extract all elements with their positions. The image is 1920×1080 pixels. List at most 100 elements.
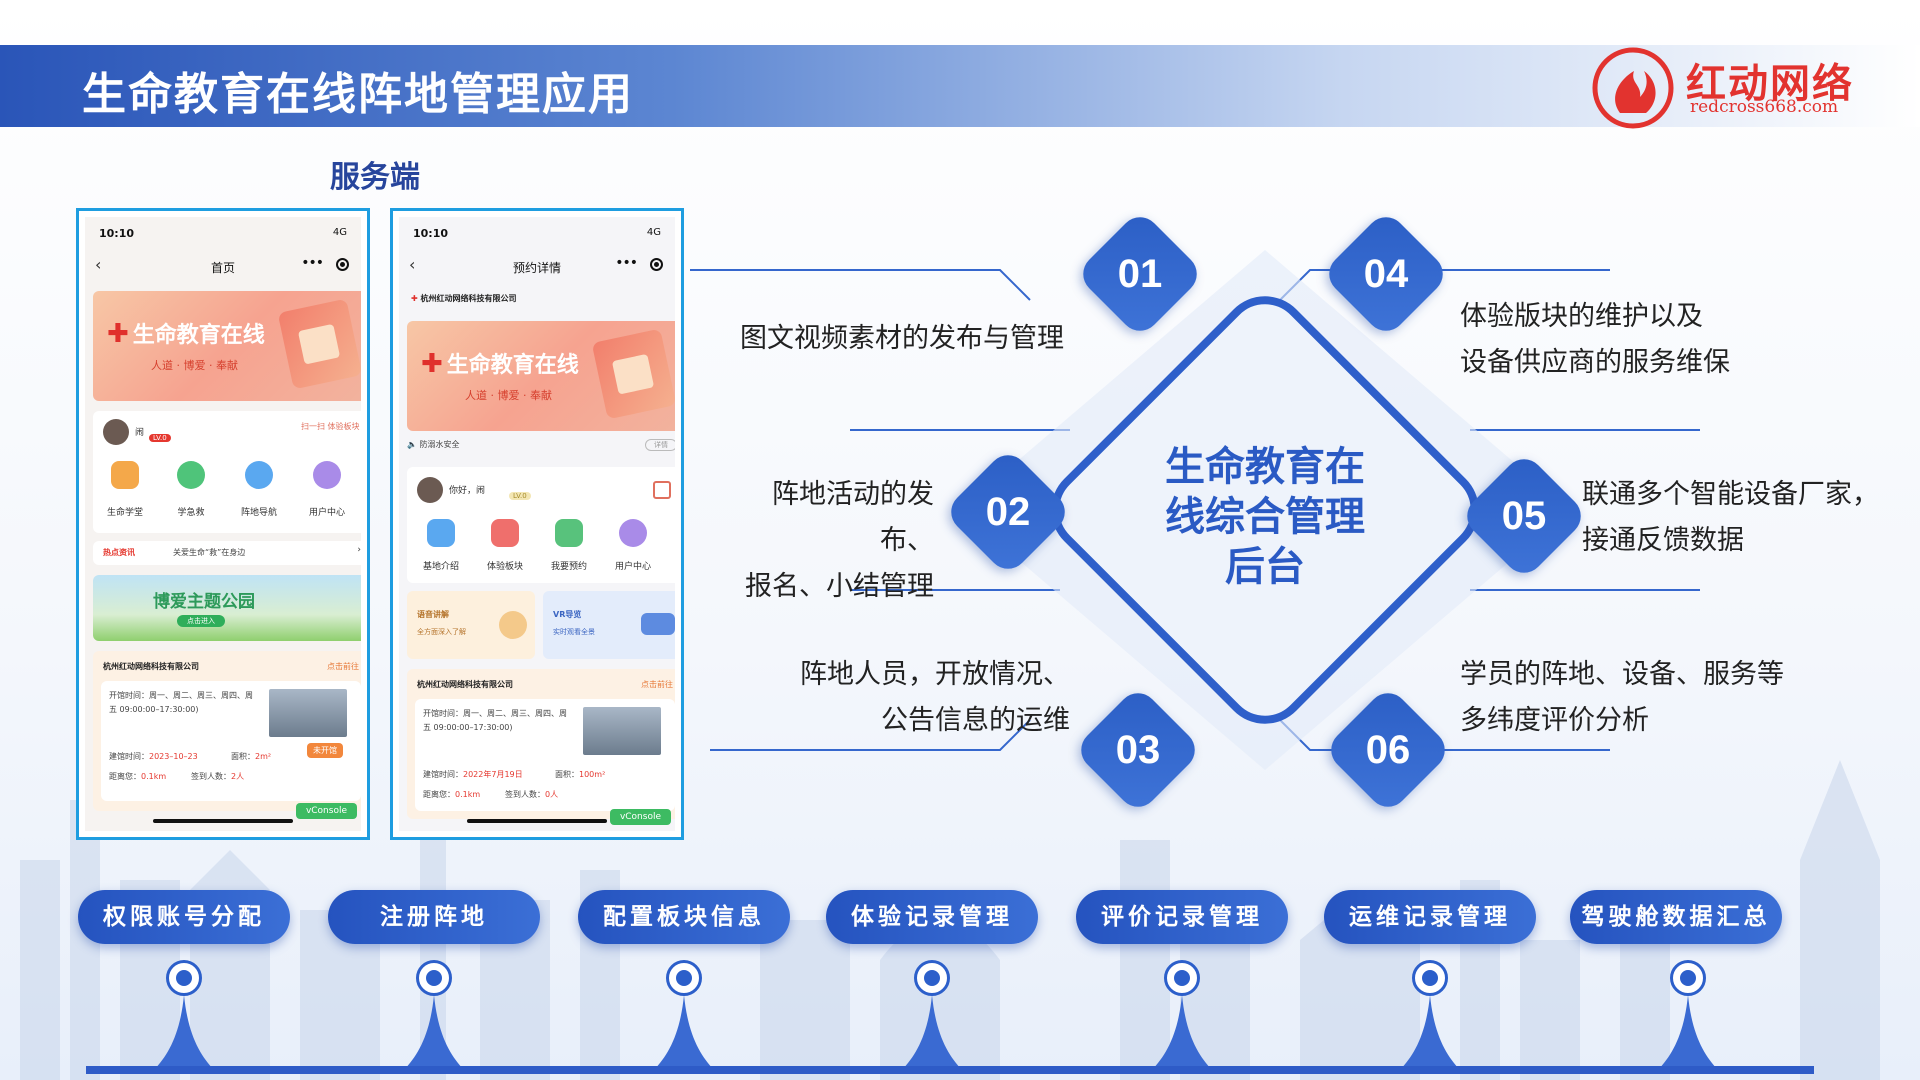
user-icon[interactable] [313, 461, 341, 489]
level-badge: LV.0 [509, 483, 531, 502]
venue-card[interactable]: 杭州红动网络科技有限公司 点击前往 开馆时间：周一、周二、周三、周四、周五 09… [407, 669, 675, 819]
ops-record-button[interactable]: 运维记录管理 [1324, 890, 1536, 944]
avatar[interactable] [103, 419, 129, 445]
pin-marker [666, 960, 702, 996]
phone-screenshot-home: 10:10 4G ‹ 首页 ••• ✚生命教育在线 人道 · 博爱 · 奉献 闹… [76, 208, 370, 840]
user-name: 闹 [135, 428, 145, 438]
back-icon[interactable]: ‹ [409, 255, 416, 274]
built-row: 建馆时间：2023–10–23 [109, 752, 198, 761]
nav-title: 首页 [210, 261, 235, 275]
center-title: 生命教育在 线综合管理 后台 [1100, 442, 1430, 592]
park-enter-button[interactable]: 点击进入 [177, 615, 225, 627]
vr-tour-card[interactable]: VR导览 实时观看全景 [543, 591, 675, 659]
phone-screen: 10:10 4G ‹ 预约详情 ••• ✚ 杭州红动网络科技有限公司 ✚生命教育… [399, 217, 675, 831]
permission-account-button[interactable]: 权限账号分配 [78, 890, 290, 944]
feature-diagram: 生命教育在 线综合管理 后台 01 02 03 04 05 06 图文视频素材的… [690, 208, 1920, 816]
pin-marker [1164, 960, 1200, 996]
record-icon[interactable] [336, 258, 349, 271]
base-intro-icon[interactable] [427, 519, 455, 547]
register-base-button[interactable]: 注册阵地 [328, 890, 540, 944]
hot-label: 热点资讯 [103, 548, 135, 557]
scroll-illustration-icon [277, 298, 361, 390]
banner[interactable]: ✚生命教育在线 人道 · 博爱 · 奉献 [93, 291, 361, 401]
more-icon[interactable]: ••• [615, 255, 638, 271]
center-line-3: 后台 [1225, 544, 1305, 590]
spike-decoration [654, 995, 714, 1070]
goto-link[interactable]: 点击前往 [641, 680, 673, 689]
venue-card[interactable]: 杭州红动网络科技有限公司 点击前往 开馆时间：周一、周二、周三、周四、周五 09… [93, 651, 361, 811]
banner-title-text: 生命教育在线 [446, 353, 579, 378]
classroom-icon[interactable] [111, 461, 139, 489]
icon-label: 用户中心 [614, 562, 651, 572]
badge-number: 05 [1501, 494, 1547, 538]
page-title: 生命教育在线阵地管理应用 [82, 69, 634, 120]
flame-logo-icon [1592, 47, 1674, 129]
venue-info: 开馆时间：周一、周二、周三、周四、周五 09:00:00–17:30:00) 建… [101, 681, 361, 801]
distance-row: 距离您：0.1km [109, 772, 167, 781]
notice-bar[interactable]: 🔈 防溺水安全 详情 [407, 439, 675, 459]
hot-news-bar[interactable]: 热点资讯 关爱生命“救”在身边 › [93, 541, 361, 565]
venue-info: 开馆时间：周一、周二、周三、周四、周五 09:00:00–17:30:00) 建… [415, 699, 675, 811]
building-photo [269, 689, 347, 737]
record-icon[interactable] [650, 258, 663, 271]
center-line-2: 线综合管理 [1165, 494, 1365, 540]
baseline-bar [86, 1066, 1814, 1074]
speaker-icon: 🔈 [407, 440, 420, 449]
banner-title-text: 生命教育在线 [132, 323, 265, 348]
built-row: 建馆时间：2022年7月19日 [423, 770, 523, 779]
banner-subtitle: 人道 · 博爱 · 奉献 [465, 389, 552, 402]
avatar[interactable] [417, 477, 443, 503]
scan-button[interactable]: 扫一扫 体验板块 [301, 422, 360, 431]
voice-guide-card[interactable]: 语音讲解 全方面深入了解 [407, 591, 535, 659]
park-banner[interactable]: 博爱主题公园 点击进入 [93, 575, 361, 641]
banner[interactable]: ✚生命教育在线 人道 · 博爱 · 奉献 [407, 321, 675, 431]
venue-hours: 开馆时间：周一、周二、周三、周四、周五 09:00:00–17:30:00) [423, 709, 567, 732]
diagram-connectors [690, 250, 1700, 770]
red-cross-icon: ✚ [107, 319, 129, 349]
booking-icon[interactable] [555, 519, 583, 547]
vr-headset-icon [641, 613, 675, 635]
back-icon[interactable]: ‹ [95, 255, 102, 274]
status-signal: 4G [646, 227, 661, 238]
org-name: ✚ 杭州红动网络科技有限公司 [411, 294, 517, 303]
cockpit-data-button[interactable]: 驾驶舱数据汇总 [1570, 890, 1782, 944]
location-icon[interactable] [245, 461, 273, 489]
notice-text: 防溺水安全 [419, 440, 460, 449]
evaluation-record-button[interactable]: 评价记录管理 [1076, 890, 1288, 944]
badge-number: 03 [1115, 728, 1161, 772]
vconsole-button[interactable]: vConsole [609, 809, 671, 825]
feature-text-02: 阵地活动的发布、 报名、小结管理 [745, 479, 934, 602]
center-line-1: 生命教育在 [1165, 444, 1365, 490]
pin-marker [1412, 960, 1448, 996]
voice-subtitle: 全方面深入了解 [417, 628, 466, 636]
spike-decoration [1152, 995, 1212, 1070]
status-time: 10:10 [99, 227, 135, 240]
user-icon[interactable] [619, 519, 647, 547]
city-skyline-background [20, 760, 1880, 1080]
notice-detail-button[interactable]: 详情 [645, 439, 675, 451]
feature-text-01: 图文视频素材的发布与管理 [740, 323, 1064, 354]
nav-title: 预约详情 [512, 261, 561, 275]
spike-decoration [404, 995, 464, 1070]
scan-icon[interactable] [653, 481, 671, 499]
logo-name: 红动网络 [1686, 61, 1854, 107]
signin-row: 签到人数：2人 [191, 772, 245, 781]
status-signal: 4G [332, 227, 347, 238]
first-aid-icon[interactable] [177, 461, 205, 489]
vconsole-button[interactable]: vConsole [295, 803, 357, 819]
building-photo [583, 707, 661, 755]
icon-label: 体验板块 [486, 562, 523, 572]
badge-number: 02 [985, 490, 1031, 534]
badge-number: 04 [1363, 252, 1409, 296]
status-time: 10:10 [413, 227, 449, 240]
goto-link[interactable]: 点击前往 [327, 662, 359, 671]
venue-company: 杭州红动网络科技有限公司 [417, 680, 513, 689]
badge-number: 01 [1117, 252, 1163, 296]
greeting: 你好，闹 [449, 486, 486, 496]
experience-record-button[interactable]: 体验记录管理 [826, 890, 1038, 944]
feature-text-06: 学员的阵地、设备、服务等 多纬度评价分析 [1460, 659, 1784, 736]
feature-text-05: 联通多个智能设备厂家， 接通反馈数据 [1582, 479, 1879, 556]
experience-icon[interactable] [491, 519, 519, 547]
more-icon[interactable]: ••• [301, 255, 324, 271]
configure-block-button[interactable]: 配置板块信息 [578, 890, 790, 944]
